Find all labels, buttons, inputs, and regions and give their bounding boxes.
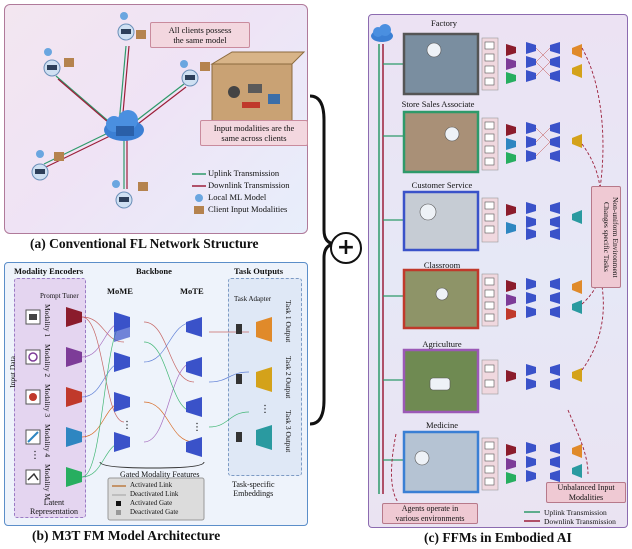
label-modality-2: Modality 2 [43,344,52,378]
label-modality-1: Modality 1 [43,304,52,338]
caption-panel-a: (a) Conventional FL Network Structure [30,236,259,251]
legend-uplink-c: Uplink Transmission [544,508,607,517]
arch-legend-box [107,477,205,521]
modalities-box-illustration [210,51,306,123]
legend-activated-link: Activated Link [130,481,173,489]
svg-text:⋮: ⋮ [30,450,40,461]
legend-deactivated-link: Deactivated Link [130,490,179,498]
label-task-2-output: Task 2 Output [284,356,293,399]
cloud-server-icon-c [371,24,393,42]
header-task-outputs: Task Outputs [234,266,284,276]
svg-text:⋮: ⋮ [192,422,202,433]
env-customer-service: Customer Service [411,180,473,190]
svg-text:⋮: ⋮ [260,404,270,415]
modality-encoder-icons: ⋮ [25,309,41,485]
caption-panel-b: (b) M3T FM Model Architecture [32,528,221,543]
header-backbone: Backbone [136,266,172,276]
fl-network-graphic [31,12,306,214]
label-prompt-tuner: Prompt Tuner [40,292,79,300]
robot-figures [414,42,460,466]
encoder-trapezoids [66,307,82,487]
label-modality-4: Modality 4 [43,424,52,458]
env-mini-networks [481,37,582,491]
label-task-adapter: Task Adapter [234,295,272,303]
label-mome: MoME [107,286,133,296]
mome-experts [114,312,130,452]
local-model-icon [195,194,203,202]
env-agriculture: Agriculture [422,339,462,349]
label-mote: MoTE [180,286,204,296]
plus-icon: + [330,232,362,264]
legend-uplink: Uplink Transmission [208,168,280,178]
mote-experts [186,317,202,457]
client-robots [31,12,210,209]
environment-photos [402,32,480,494]
env-store-sales: Store Sales Associate [401,99,475,109]
header-modality-encoders: Modality Encoders [14,266,84,276]
env-factory: Factory [431,18,457,28]
legend-downlink-c: Downlink Transmission [544,517,616,526]
note-non-uniform-tasks: Non-uniform Environment Changes specific… [591,186,621,288]
architecture-graphic: ⋮ ⋮ ⋮ ⋮ [25,307,272,521]
env-classroom: Classroom [423,260,461,270]
label-input-data: Input Data [8,356,17,388]
cloud-server-icon [104,110,144,141]
label-task-1-output: Task 1 Output [284,300,293,343]
caption-panel-c: (c) FFMs in Embodied AI [424,530,572,545]
label-task-3-output: Task 3 Output [284,410,293,453]
task-output-heads: ⋮ [236,317,272,450]
svg-text:⋮: ⋮ [122,420,132,431]
legend-client-modalities: Client Input Modalities [208,204,288,214]
client-modality-box-icon [194,206,204,214]
legend-activated-gate: Activated Gate [130,499,173,507]
env-medicine: Medicine [425,420,459,430]
label-modality-m: Modality M [43,464,52,501]
legend-deactivated-gate: Deactivated Gate [130,508,179,516]
legend-local-model: Local ML Model [208,192,267,202]
label-modality-3: Modality 3 [43,384,52,418]
embodied-graphic [371,24,604,522]
label-gated-features: Gated Modality Features [120,470,200,479]
legend-downlink: Downlink Transmission [208,180,290,190]
